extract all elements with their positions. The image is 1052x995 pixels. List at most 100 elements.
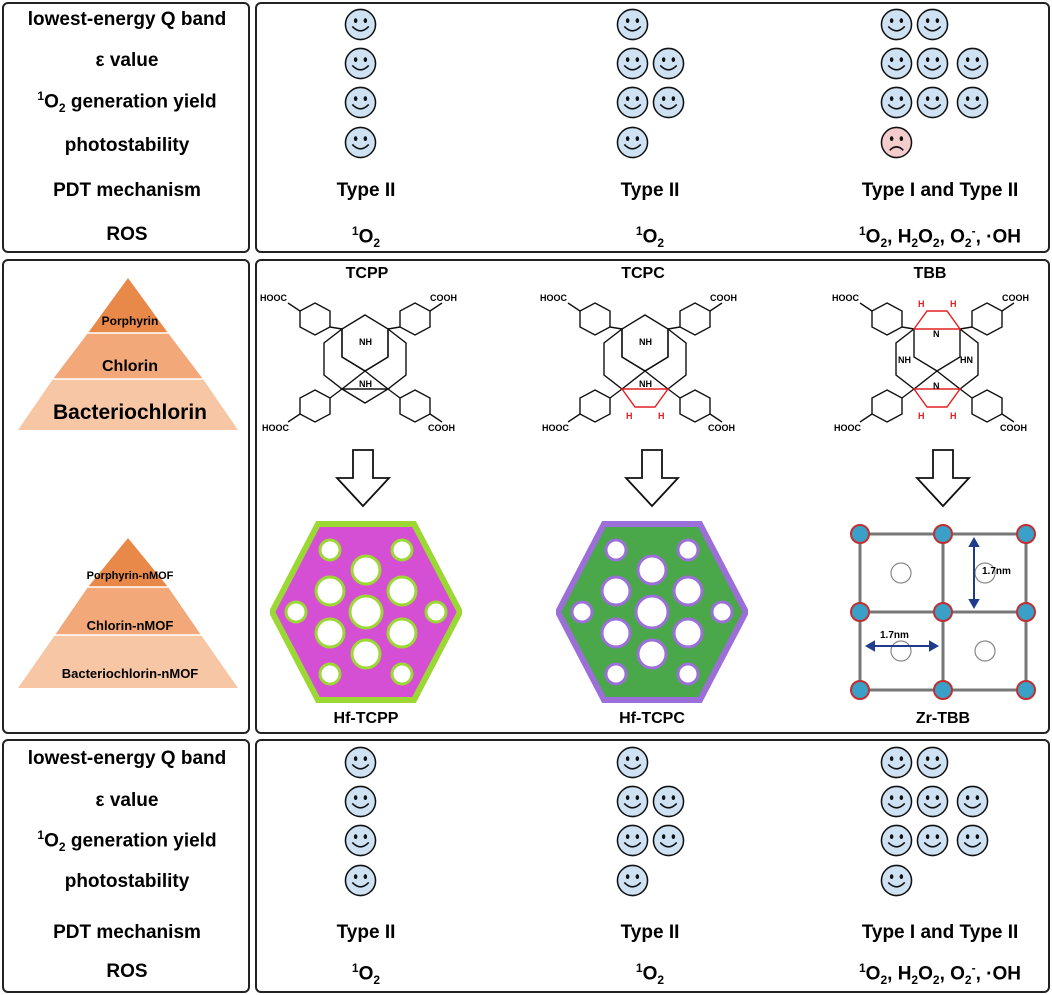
- svg-text:HOOC: HOOC: [260, 293, 288, 303]
- svg-text:NH: NH: [639, 337, 652, 347]
- smiley-icon: [616, 824, 649, 857]
- top-ros-label: ROS: [106, 224, 148, 245]
- smiley-icon: [616, 8, 649, 41]
- top-epsilon-label: ε value: [95, 50, 159, 71]
- top-mechanism-label: PDT mechanism: [53, 180, 201, 201]
- smiley-icon: [880, 86, 913, 119]
- down-arrow-icon: [623, 449, 681, 508]
- smiley-icon: [344, 824, 377, 857]
- svg-text:NH: NH: [359, 379, 372, 389]
- top-ros-col3: 1O2, H2O2, O2-, ·OH: [858, 224, 1021, 251]
- framework-name-zr-tbb: Zr-TBB: [915, 710, 971, 727]
- svg-text:NH: NH: [639, 379, 652, 389]
- smiley-icon: [344, 746, 377, 779]
- top-ros-col1: 1O2: [351, 224, 381, 251]
- smiley-icon: [652, 47, 685, 80]
- down-arrow-icon: [914, 449, 972, 508]
- svg-text:H: H: [918, 299, 925, 309]
- hf-tcpp-framework-image: [270, 521, 462, 703]
- smiley-icon: [916, 8, 949, 41]
- pyramid-nmof-family: [18, 538, 238, 688]
- top-mechanism-col3: Type I and Type II: [861, 180, 1019, 201]
- molecule-name-tcpp: TCPP: [345, 265, 389, 282]
- bottom-mechanism-col3: Type I and Type II: [861, 922, 1019, 943]
- smiley-icon: [652, 785, 685, 818]
- molecule-name-tcpc: TCPC: [621, 265, 665, 282]
- sad-face-icon: [880, 126, 913, 159]
- svg-text:HOOC: HOOC: [832, 293, 860, 303]
- svg-text:HOOC: HOOC: [262, 423, 290, 433]
- smiley-icon: [880, 785, 913, 818]
- svg-text:N: N: [933, 329, 940, 339]
- distance-label-horizontal: 1.7nm: [880, 630, 909, 641]
- svg-text:H: H: [658, 411, 665, 421]
- bottom-epsilon-label: ε value: [95, 790, 159, 811]
- smiley-icon: [956, 785, 989, 818]
- smiley-icon: [916, 785, 949, 818]
- smiley-icon: [616, 746, 649, 779]
- bottom-ros-col2: 1O2: [635, 961, 665, 988]
- smiley-icon: [344, 126, 377, 159]
- smiley-icon: [880, 864, 913, 897]
- smiley-icon: [916, 86, 949, 119]
- top-left-panel: [2, 2, 250, 253]
- svg-text:NH: NH: [359, 337, 372, 347]
- hf-tcpc-framework-image: [556, 521, 748, 703]
- top-right-panel: [255, 2, 1050, 253]
- framework-name-hf-tcpc: Hf-TCPC: [619, 710, 685, 727]
- pyramid-bacteriochlorin-nmof-label: Bacteriochlorin-nMOF: [61, 666, 199, 681]
- smiley-icon: [344, 8, 377, 41]
- top-photostability-label: photostability: [64, 135, 190, 156]
- tbb-structure-image: HOOC COOH HOOC COOH NH HN N N H H H H: [832, 293, 1029, 433]
- smiley-icon: [344, 47, 377, 80]
- bottom-right-panel: [255, 739, 1050, 993]
- smiley-icon: [616, 86, 649, 119]
- top-ros-col2: 1O2: [635, 224, 665, 251]
- pyramid-porphyrin-family: [18, 278, 238, 430]
- smiley-icon: [916, 746, 949, 779]
- svg-text:COOH: COOH: [1000, 423, 1027, 433]
- svg-text:COOH: COOH: [1002, 293, 1029, 303]
- smiley-icon: [652, 86, 685, 119]
- bottom-mechanism-col1: Type II: [336, 922, 396, 943]
- svg-text:HOOC: HOOC: [540, 293, 568, 303]
- svg-text:H: H: [918, 411, 925, 421]
- bottom-mechanism-label: PDT mechanism: [53, 922, 201, 943]
- down-arrow-icon: [334, 449, 392, 508]
- svg-text:H: H: [950, 411, 957, 421]
- svg-text:HN: HN: [960, 355, 973, 365]
- svg-text:COOH: COOH: [708, 423, 735, 433]
- smiley-icon: [652, 824, 685, 857]
- pyramid-porphyrin-label: Porphyrin: [101, 314, 159, 328]
- smiley-icon: [956, 824, 989, 857]
- smiley-icon: [880, 47, 913, 80]
- top-q-band-label: lowest-energy Q band: [27, 9, 227, 30]
- bottom-ros-col3: 1O2, H2O2, O2-, ·OH: [858, 961, 1021, 988]
- smiley-icon: [956, 47, 989, 80]
- svg-text:HOOC: HOOC: [834, 423, 862, 433]
- smiley-icon: [344, 864, 377, 897]
- svg-text:COOH: COOH: [428, 423, 455, 433]
- top-yield-label: 1O2 generation yield: [37, 89, 217, 116]
- smiley-icon: [616, 126, 649, 159]
- pyramid-porphyrin-nmof-label: Porphyrin-nMOF: [86, 570, 174, 582]
- tcpc-structure-image: HOOC COOH HOOC COOH NH NH H H: [540, 293, 737, 433]
- smiley-icon: [916, 824, 949, 857]
- bottom-ros-label: ROS: [106, 961, 148, 982]
- svg-text:N: N: [933, 381, 940, 391]
- svg-text:NH: NH: [898, 355, 911, 365]
- bottom-photostability-label: photostability: [64, 871, 190, 892]
- tcpp-structure-image: HOOC COOH HOOC COOH NH NH: [260, 293, 457, 433]
- distance-label-vertical: 1.7nm: [982, 566, 1011, 577]
- bottom-ros-col1: 1O2: [351, 961, 381, 988]
- zr-tbb-framework-image: [850, 524, 1036, 700]
- svg-text:HOOC: HOOC: [542, 423, 570, 433]
- smiley-icon: [616, 785, 649, 818]
- bottom-q-band-label: lowest-energy Q band: [27, 748, 227, 769]
- top-mechanism-col2: Type II: [620, 180, 680, 201]
- smiley-icon: [880, 824, 913, 857]
- pyramid-chlorin-label: Chlorin: [102, 358, 158, 375]
- smiley-icon: [616, 864, 649, 897]
- smiley-icon: [344, 785, 377, 818]
- pyramid-bacteriochlorin-label: Bacteriochlorin: [52, 401, 208, 424]
